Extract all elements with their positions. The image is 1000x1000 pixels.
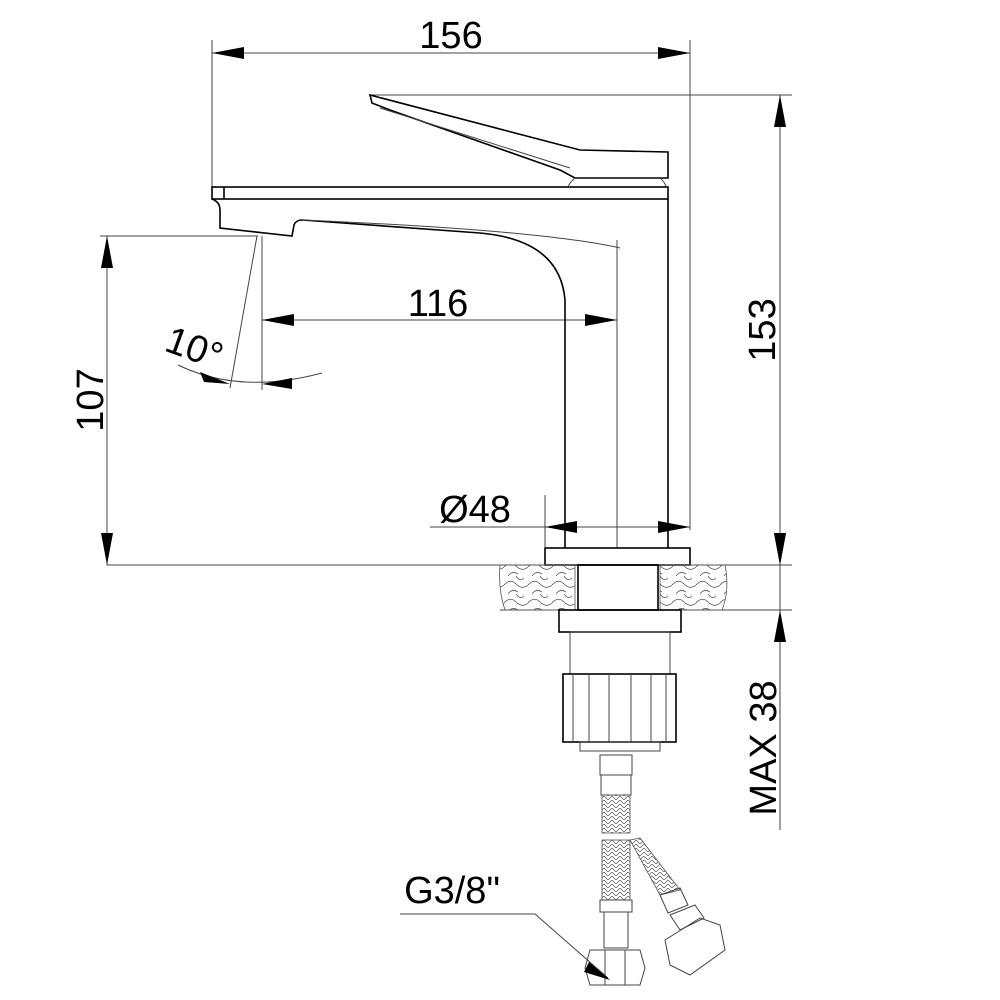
spout-angle-label: 10° xyxy=(160,319,228,378)
mounting-nut xyxy=(558,609,682,752)
dimension-spout-reach: 116 xyxy=(261,236,618,548)
dimension-base-diameter: Ø48 xyxy=(430,489,690,548)
spout-height-label: 107 xyxy=(70,368,112,431)
base-diameter-label: Ø48 xyxy=(439,489,511,531)
dimension-overall-width: 156 xyxy=(211,15,691,530)
dimension-spout-angle: 10° xyxy=(160,235,323,389)
overall-width-label: 156 xyxy=(419,15,482,57)
spout-reach-label: 116 xyxy=(408,283,469,325)
faucet-body xyxy=(211,93,691,566)
dimension-max-thickness: MAX 38 xyxy=(743,530,786,830)
hose-connection-label: G3/8" xyxy=(404,870,500,912)
dimension-overall-height: 153 xyxy=(370,94,792,565)
max-thickness-label: MAX 38 xyxy=(743,680,785,815)
callout-hose-connection: G3/8" xyxy=(400,870,610,980)
overall-height-label: 153 xyxy=(742,298,784,361)
flexible-hoses xyxy=(584,754,726,986)
dimension-spout-height: 107 xyxy=(70,235,258,565)
countertop-section xyxy=(107,564,792,611)
